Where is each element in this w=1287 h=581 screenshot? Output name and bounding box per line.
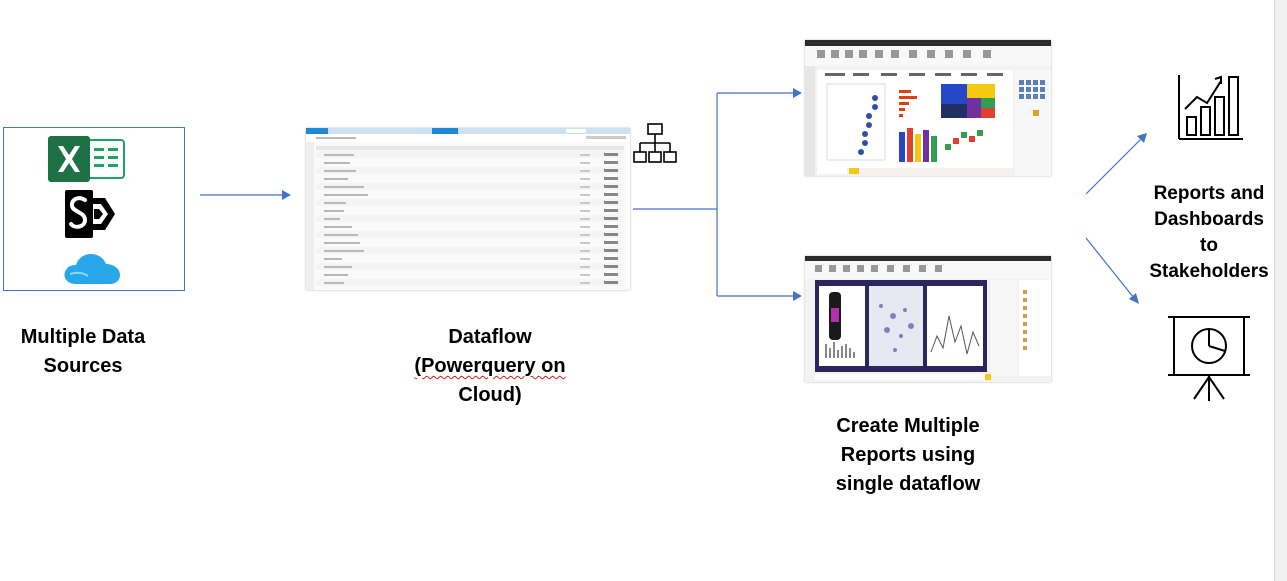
stakeholders-label: Reports and Dashboards to Stakeholders — [1149, 183, 1269, 282]
window-right-edge — [1274, 0, 1287, 581]
bar-chart-growth-icon — [1178, 75, 1243, 140]
excel-icon — [48, 136, 125, 182]
onedrive-icon — [64, 254, 120, 284]
dataflow-label: Dataflow (Powerquery on Cloud) — [414, 326, 566, 406]
arrow-dataflow-to-reports — [633, 88, 802, 301]
arrow-to-dashboards — [1085, 133, 1147, 195]
data-sources-box — [3, 127, 185, 291]
arrow-to-presentation — [1085, 237, 1139, 304]
presentation-pie-icon — [1168, 316, 1250, 401]
report-screenshot-1 — [805, 40, 1051, 176]
arrow-sources-to-dataflow — [200, 190, 291, 200]
reports-label: Create Multiple Reports using single dat… — [835, 415, 981, 495]
dataflow-screenshot — [306, 128, 630, 290]
sharepoint-icon — [65, 190, 115, 238]
report-screenshot-2 — [805, 256, 1051, 382]
sources-label: Multiple Data Sources — [20, 326, 146, 377]
hierarchy-icon — [633, 123, 677, 163]
